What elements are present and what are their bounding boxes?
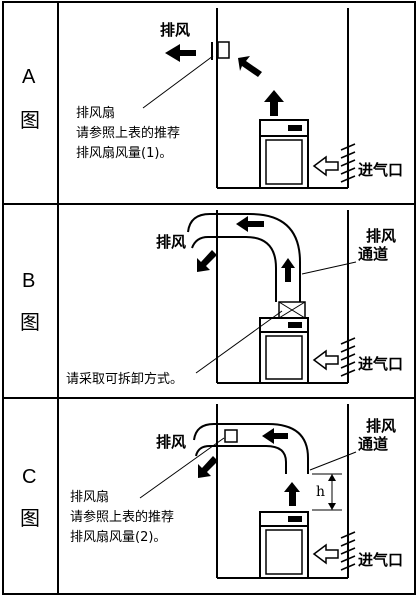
duct-fan-icon xyxy=(224,429,238,443)
duct-outer xyxy=(195,445,287,474)
panel-figure-label: 图 xyxy=(20,108,40,132)
duct-label-line: 排风 xyxy=(366,417,397,435)
h-arrow-down-icon xyxy=(328,503,336,510)
duct-outer xyxy=(187,213,301,302)
appliance-body xyxy=(259,525,309,579)
joint-leader-line xyxy=(195,310,283,374)
appliance-body xyxy=(259,135,309,189)
intake-arrow-icon xyxy=(312,155,339,177)
airflow-up-arrow-icon xyxy=(264,90,284,116)
fan-note-line: 排风扇 xyxy=(76,106,116,121)
fan-leader-line xyxy=(142,55,214,109)
intake-vent-icon xyxy=(340,531,356,571)
duct-label-line: 通道 xyxy=(358,245,389,263)
wall-fan-icon xyxy=(217,41,230,59)
fan-note-line: 排风扇风量(2)。 xyxy=(70,530,167,545)
fan-note-line: 请参照上表的推荐 xyxy=(76,126,181,141)
intake-arrow-icon xyxy=(312,543,339,565)
fan-note-line: 排风扇 xyxy=(70,490,110,505)
exhaust-arrow-icon xyxy=(198,456,218,478)
appliance-body xyxy=(259,331,309,384)
h-label: h xyxy=(316,484,326,500)
fan-leader-line xyxy=(139,437,225,499)
panel-c xyxy=(139,404,357,579)
exhaust-arrow-icon xyxy=(165,44,196,62)
duct-leader-line xyxy=(309,451,357,471)
exhaust-label: 排风 xyxy=(156,233,187,251)
appliance-door xyxy=(265,335,303,380)
exhaust-label: 排风 xyxy=(160,21,191,39)
duct-label-line: 通道 xyxy=(358,435,389,453)
panel-letter: C xyxy=(22,466,37,488)
panel-a xyxy=(142,8,356,189)
duct-leader-line xyxy=(301,261,357,275)
airflow-diagonal-arrow-icon xyxy=(238,56,262,77)
intake-label: 进气口 xyxy=(358,161,404,179)
appliance-door xyxy=(265,139,303,185)
exhaust-label: 排风 xyxy=(156,433,187,451)
intake-vent-icon xyxy=(340,143,356,183)
appliance-panel xyxy=(288,125,302,131)
panel-letter: A xyxy=(22,66,36,88)
duct-left-arrow-icon xyxy=(236,216,264,232)
fan-note-line: 请参照上表的推荐 xyxy=(70,510,175,525)
h-arrow-up-icon xyxy=(328,474,336,481)
airflow-up-arrow-icon xyxy=(284,482,300,506)
exhaust-arrow-icon xyxy=(197,250,217,272)
appliance-panel xyxy=(288,322,302,328)
appliance-panel xyxy=(288,516,302,522)
intake-label: 进气口 xyxy=(358,355,404,373)
duct-outer xyxy=(191,236,277,302)
duct-label-line: 排风 xyxy=(366,227,397,245)
intake-label: 进气口 xyxy=(358,551,404,569)
duct-outer xyxy=(193,423,309,474)
panel-b xyxy=(187,210,357,384)
intake-arrow-icon xyxy=(312,349,339,371)
panel-letter: B xyxy=(22,270,36,292)
fan-note-line: 排风扇风量(1)。 xyxy=(76,146,173,161)
appliance-door xyxy=(265,529,303,575)
panel-figure-label: 图 xyxy=(20,310,40,334)
removable-note: 请采取可拆卸方式。 xyxy=(66,372,184,387)
duct-left-arrow-icon xyxy=(262,428,288,444)
intake-vent-icon xyxy=(340,337,356,377)
duct-up-arrow-icon xyxy=(281,258,295,282)
panel-figure-label: 图 xyxy=(20,506,40,530)
